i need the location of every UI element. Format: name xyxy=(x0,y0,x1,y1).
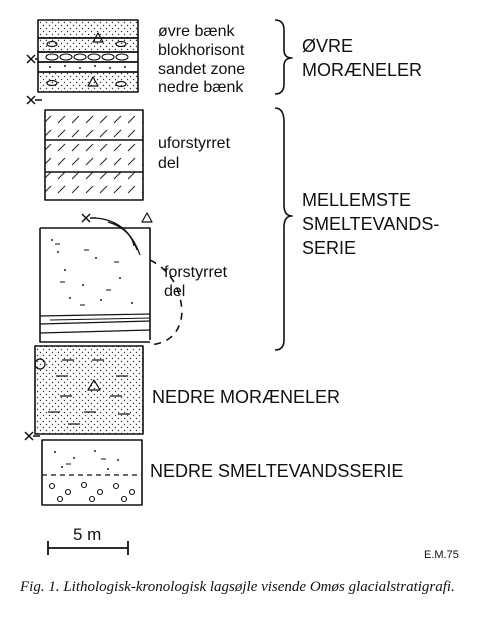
label-sandet-zone: sandet zone xyxy=(158,61,245,78)
label-uforstyrret: uforstyrret xyxy=(158,135,231,152)
label-nedre-baenk: nedre bænk xyxy=(158,79,244,96)
boulder-row xyxy=(45,53,129,61)
label-blokhorisont: blokhorisont xyxy=(158,42,245,59)
label-mellemste: MELLEMSTE xyxy=(302,190,411,210)
label-uforstyrret: del xyxy=(158,155,179,172)
brace-ovre-moraeneler xyxy=(274,19,293,95)
nedre-moraeneler-column xyxy=(34,345,144,435)
ovre-moraeneler-column xyxy=(37,19,139,93)
label-ovre-moraeneler: ØVRE xyxy=(302,36,353,56)
scale-bar xyxy=(47,541,129,555)
label-forstyrret: forstyrret xyxy=(164,264,228,281)
brace-mellemste-smeltevandsserie xyxy=(274,107,293,351)
scale-bar-label: 5 m xyxy=(73,525,101,544)
triangle-clast xyxy=(87,76,99,87)
label-nedre-smeltevandsserie: NEDRE SMELTEVANDSSERIE xyxy=(150,461,403,481)
unconformity-markers xyxy=(24,54,96,441)
label-forstyrret: del xyxy=(164,283,185,300)
triangle-clast xyxy=(92,32,104,43)
triangle-clast xyxy=(87,379,101,391)
unconformity-x-icon xyxy=(81,213,96,223)
label-ovre-baenk: øvre bænk xyxy=(158,23,235,40)
label-ovre-moraeneler: MORÆNELER xyxy=(302,60,422,80)
label-mellemste: SMELTEVANDS- xyxy=(302,214,439,234)
author-signature: E.M.75 xyxy=(424,549,459,561)
label-nedre-moraeneler: NEDRE MORÆNELER xyxy=(152,387,340,407)
unconformity-x-icon xyxy=(24,431,40,441)
disturbance-boundary-dashed xyxy=(149,259,183,346)
unconformity-x-icon xyxy=(26,54,38,64)
forstyrret-del-column xyxy=(39,212,183,346)
nedre-smeltevandsserie-column xyxy=(41,439,143,506)
uforstyrret-del-column xyxy=(44,109,144,201)
figure-caption: Fig. 1. Lithologisk-kronologisk lagsøjle… xyxy=(20,579,455,595)
sand-dots xyxy=(49,65,126,69)
unconformity-x-icon xyxy=(26,95,42,105)
label-mellemste: SERIE xyxy=(302,238,356,258)
